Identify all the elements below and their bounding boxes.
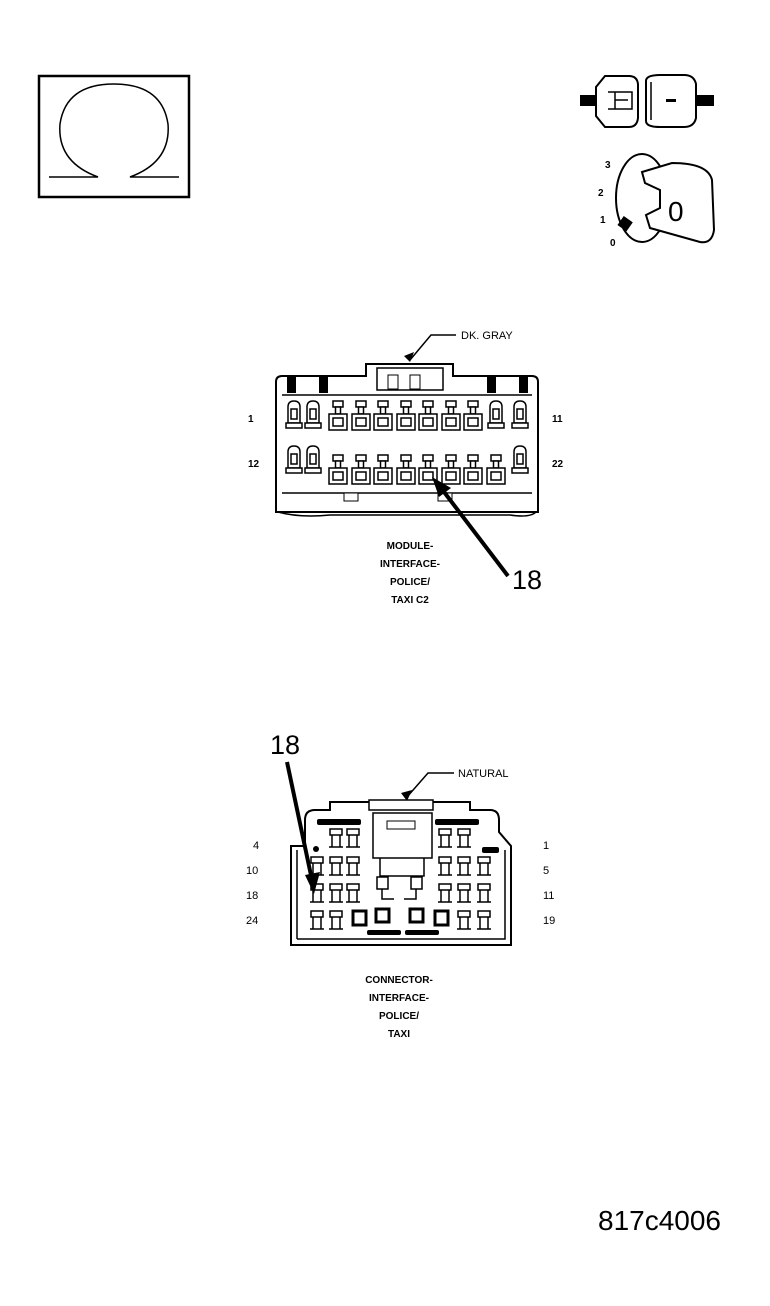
connector-name-line-2: INTERFACE- xyxy=(369,993,429,1004)
module-pin-1-label: 1 xyxy=(248,414,254,425)
module-pin-12-label: 12 xyxy=(248,459,260,470)
module-name-line-1: MODULE- xyxy=(387,541,434,552)
connector-name-line-1: CONNECTOR- xyxy=(365,975,433,986)
ohmmeter-icon xyxy=(37,74,191,199)
ignition-key-off-icon: 3 2 1 0 0 xyxy=(598,153,716,249)
key-off-glyph: 0 xyxy=(668,196,684,227)
module-name-line-4: TAXI C2 xyxy=(391,595,429,606)
connector-pin-19-label: 19 xyxy=(543,915,555,927)
disconnect-connector-icon xyxy=(580,74,714,128)
connector-pin-10-label: 10 xyxy=(246,865,258,877)
key-position-1: 1 xyxy=(600,215,606,226)
key-position-2: 2 xyxy=(598,188,604,199)
key-position-0: 0 xyxy=(610,238,616,249)
connector-name-line-4: TAXI xyxy=(388,1029,410,1040)
connector-pin-11-label: 11 xyxy=(543,890,554,902)
module-pin-11-label: 11 xyxy=(552,414,563,425)
connector-name-line-3: POLICE/ xyxy=(379,1011,419,1022)
module-color-label: DK. GRAY xyxy=(461,330,513,342)
connector-color-label: NATURAL xyxy=(458,768,509,780)
module-pin-22-label: 22 xyxy=(552,459,564,470)
figure-id: 817c4006 xyxy=(598,1205,721,1236)
connector-callout-18: 18 xyxy=(270,730,300,760)
connector-pin-24-label: 24 xyxy=(246,915,258,927)
key-position-3: 3 xyxy=(605,160,611,171)
module-name-line-3: POLICE/ xyxy=(390,577,430,588)
connector-pin-4-label: 4 xyxy=(253,840,259,852)
module-callout-18: 18 xyxy=(512,565,542,595)
connector-pin-18-label: 18 xyxy=(246,890,258,902)
harness-connector: 18 NATURAL xyxy=(246,730,555,1040)
connector-pin-1-label: 1 xyxy=(543,840,549,852)
module-connector: DK. GRAY 1 xyxy=(248,330,564,606)
connector-pin-5-label: 5 xyxy=(543,865,549,877)
module-name-line-2: INTERFACE- xyxy=(380,559,440,570)
